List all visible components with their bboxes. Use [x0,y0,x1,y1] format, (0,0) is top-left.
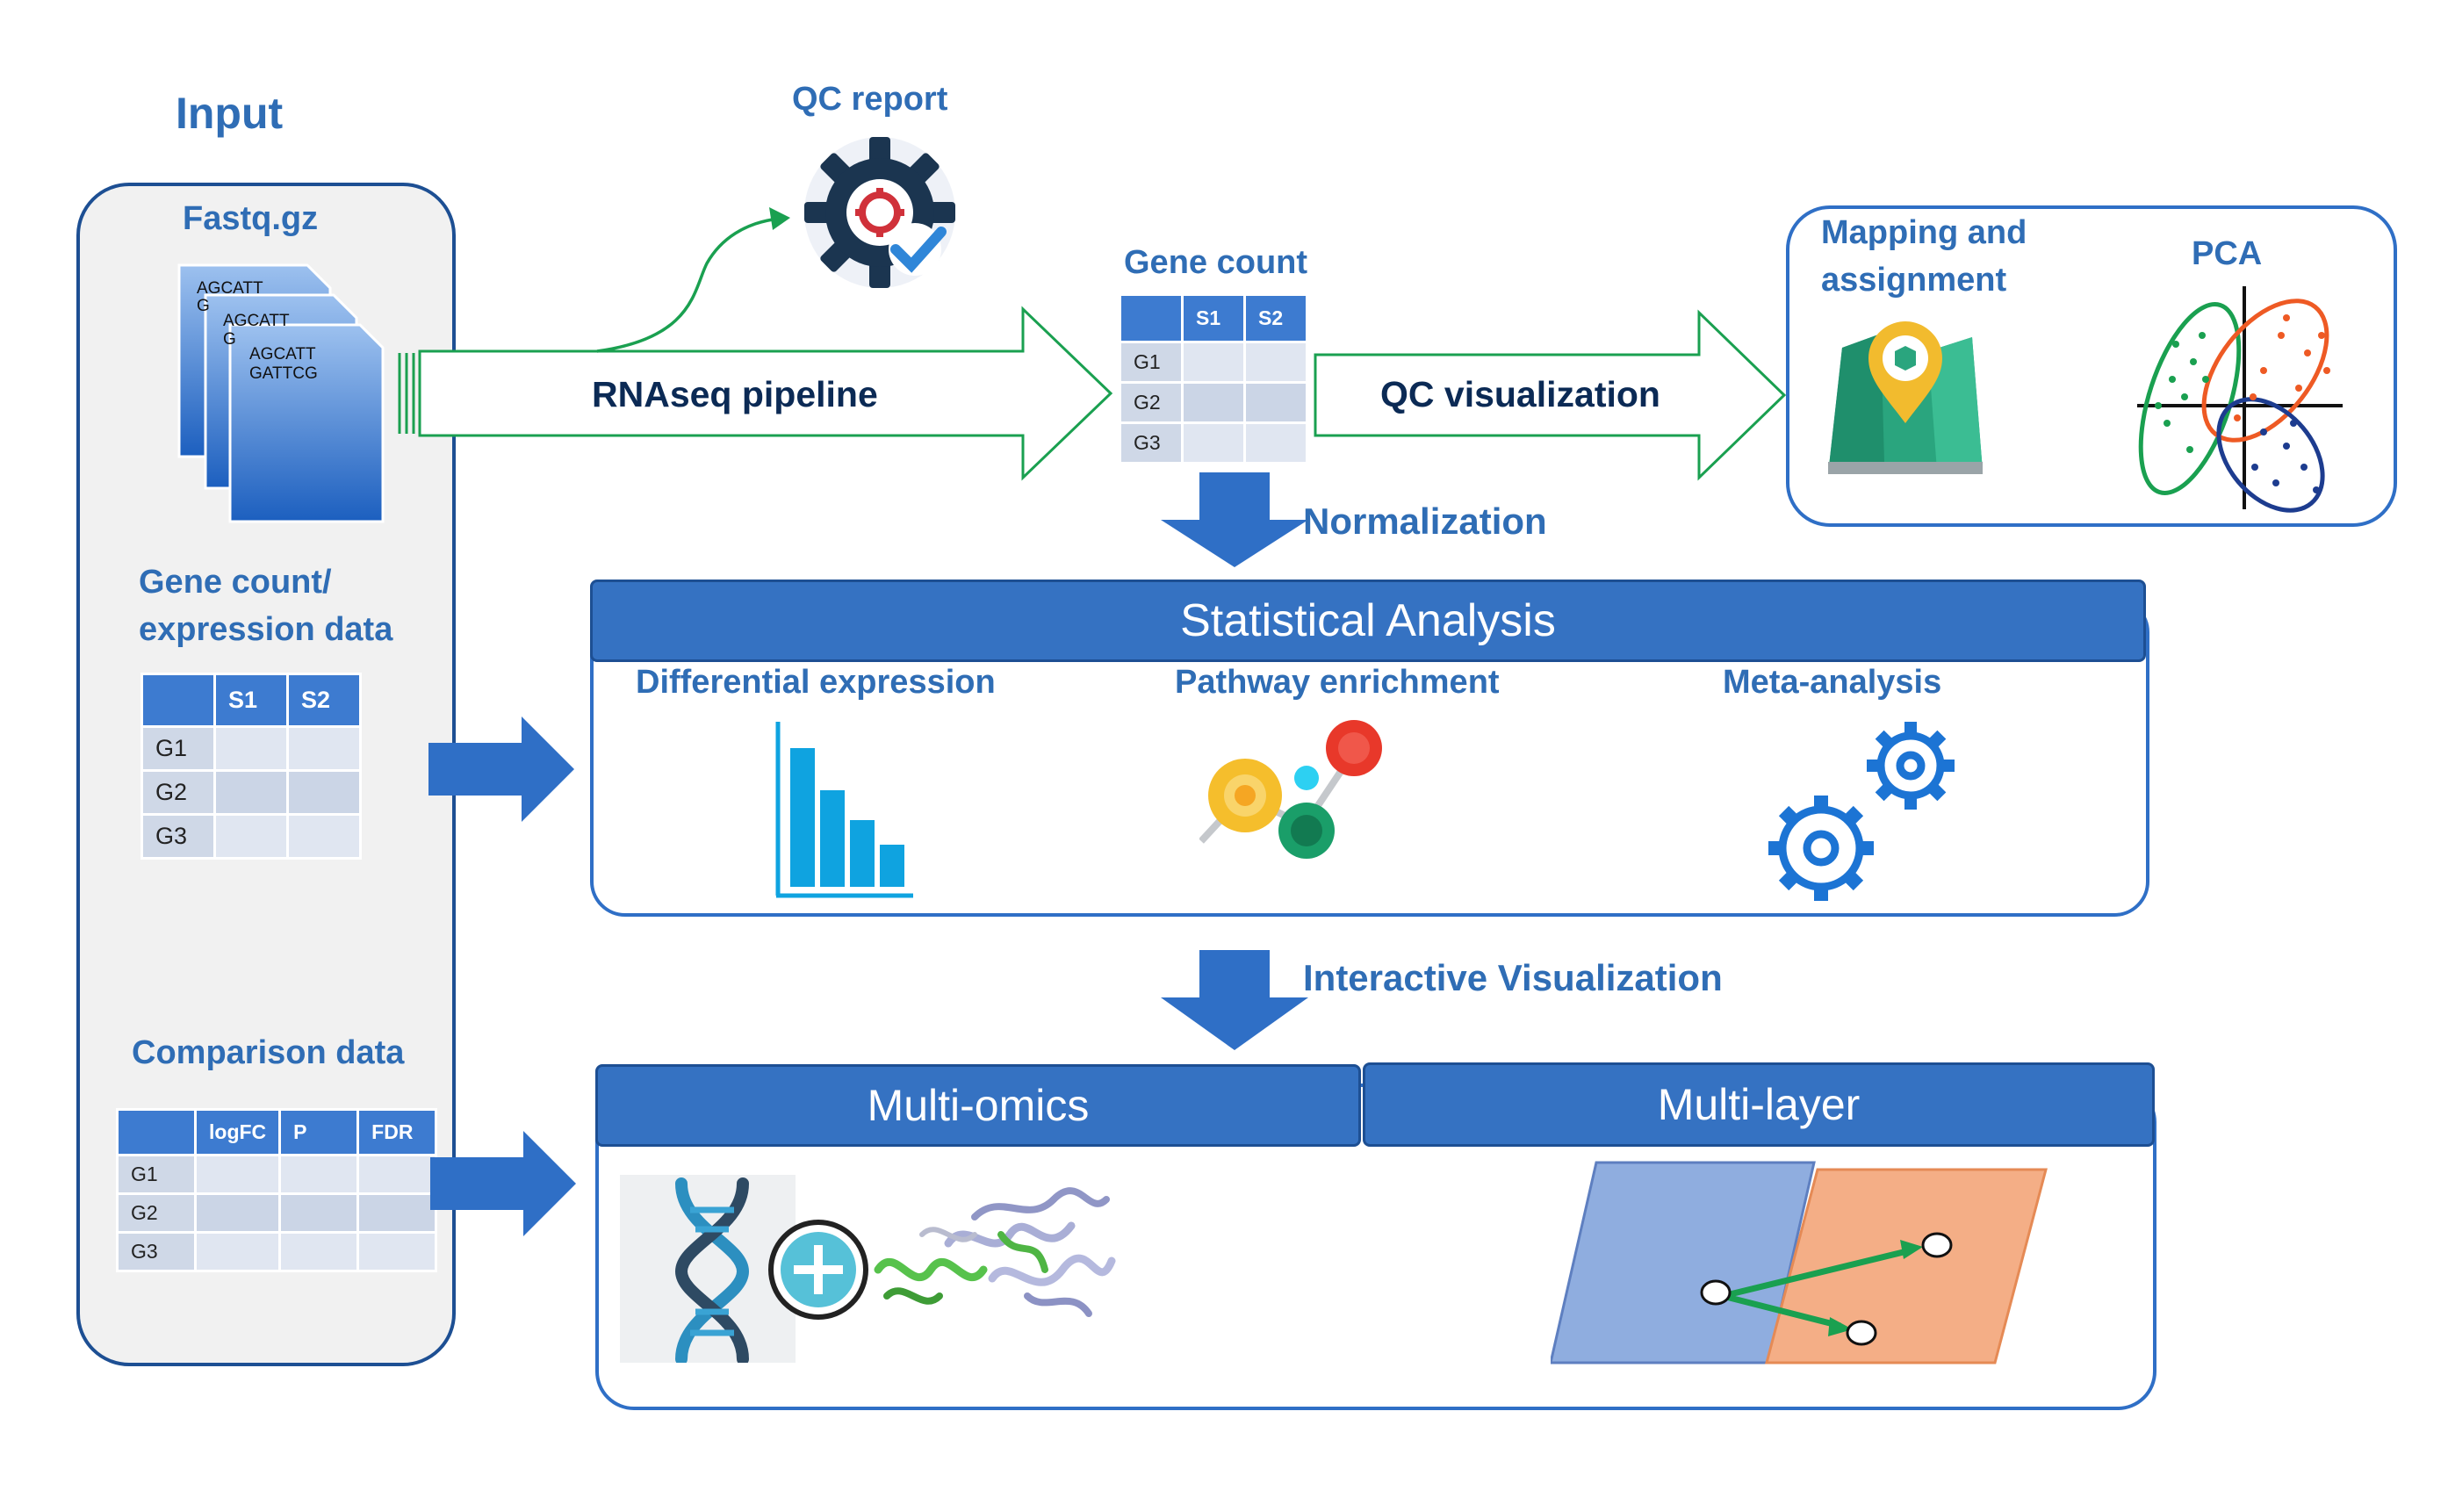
multi-omics-title: Multi-omics [867,1081,1090,1130]
input-gene-table: S1 S2 G1 G2 G3 [140,673,362,860]
multi-layer-network-icon [1551,1161,2048,1364]
table-row-label: G1 [116,1154,197,1195]
input-title: Input [176,89,284,138]
plus-circle-icon [768,1220,868,1320]
mapping-line2: assignment [1821,262,2007,299]
mapping-line1: Mapping and [1821,214,2027,251]
pca-scatter-icon [2137,286,2343,513]
table-header: FDR [356,1108,438,1156]
fastq-card-text-2: G [197,297,210,315]
comparison-label: Comparison data [132,1034,405,1071]
gears-icon [1768,722,1955,901]
map-pin-icon [1828,321,1983,474]
fastq-card-text-4: G [223,330,236,349]
table-row-label: G2 [116,1192,197,1234]
table-row-label: G2 [140,769,216,816]
protein-structure-icon [874,1187,1116,1317]
normalization-arrow [1161,472,1308,567]
table-row-label: G3 [1119,421,1184,464]
rnaseq-pipeline-arrow [418,306,1113,481]
gene-count-expression-label: Gene count/ expression data [139,558,392,653]
fastq-card-text-1: AGCATT [197,279,263,298]
gene-count-expression-line2: expression data [139,611,393,648]
bar-chart-icon [775,722,913,898]
pca-label: PCA [2192,235,2263,272]
mapping-assignment-label: Mapping and assignment [1821,209,2027,304]
table-row-label: G3 [140,813,216,860]
table-header: S2 [1243,293,1308,343]
qc-report-label: QC report [792,81,948,118]
rnaseq-pipeline-label: RNAseq pipeline [592,374,878,414]
table-row-label: G3 [116,1231,197,1272]
gear-check-icon [804,137,955,288]
fastq-card-text-6: GATTCG [249,364,318,383]
fastq-files-icon [177,263,385,523]
qc-visualization-arrow [1314,309,1787,481]
multi-layer-title: Multi-layer [1657,1080,1861,1129]
interactive-visualization-arrow [1161,950,1308,1050]
table-header [116,1108,197,1156]
table-header: logFC [193,1108,282,1156]
meta-analysis-label: Meta-analysis [1723,664,1942,701]
interactive-visualization-label: Interactive Visualization [1303,957,1723,998]
gene-count-expression-line1: Gene count/ [139,564,332,601]
multi-omics-header: Multi-omics [595,1064,1361,1147]
gene-count-label: Gene count [1124,244,1308,281]
table-header [1119,293,1184,343]
statistical-analysis-title: Statistical Analysis [1180,595,1556,646]
table-header: S2 [286,673,362,728]
table-header: S1 [213,673,289,728]
table-header: S1 [1181,293,1246,343]
normalization-label: Normalization [1303,500,1547,542]
fastq-label: Fastq.gz [183,200,319,237]
gene-count-to-stats-arrow [428,716,574,822]
table-row-label: G1 [140,725,216,772]
pathway-enrichment-label: Pathway enrichment [1175,664,1500,701]
table-row-label: G1 [1119,341,1184,384]
table-header: P [278,1108,360,1156]
differential-expression-label: Differential expression [636,664,996,701]
table-row-label: G2 [1119,381,1184,424]
network-nodes-icon [1199,720,1382,859]
dna-icon [620,1175,796,1363]
comparison-to-interactive-arrow [430,1131,576,1236]
layer-orange [1765,1168,2048,1364]
comparison-table: logFC P FDR G1 G2 G3 [116,1108,438,1272]
table-header [140,673,216,728]
multi-layer-header: Multi-layer [1363,1062,2155,1147]
pipeline-gene-count-table: S1 S2 G1 G2 G3 [1119,293,1308,464]
fastq-card-text-5: AGCATT [249,345,316,364]
qc-report-curve-arrow [596,218,774,353]
statistical-analysis-header: Statistical Analysis [590,580,2146,662]
fastq-card-text-3: AGCATT [223,312,290,330]
qc-visualization-label: QC visualization [1380,374,1660,414]
